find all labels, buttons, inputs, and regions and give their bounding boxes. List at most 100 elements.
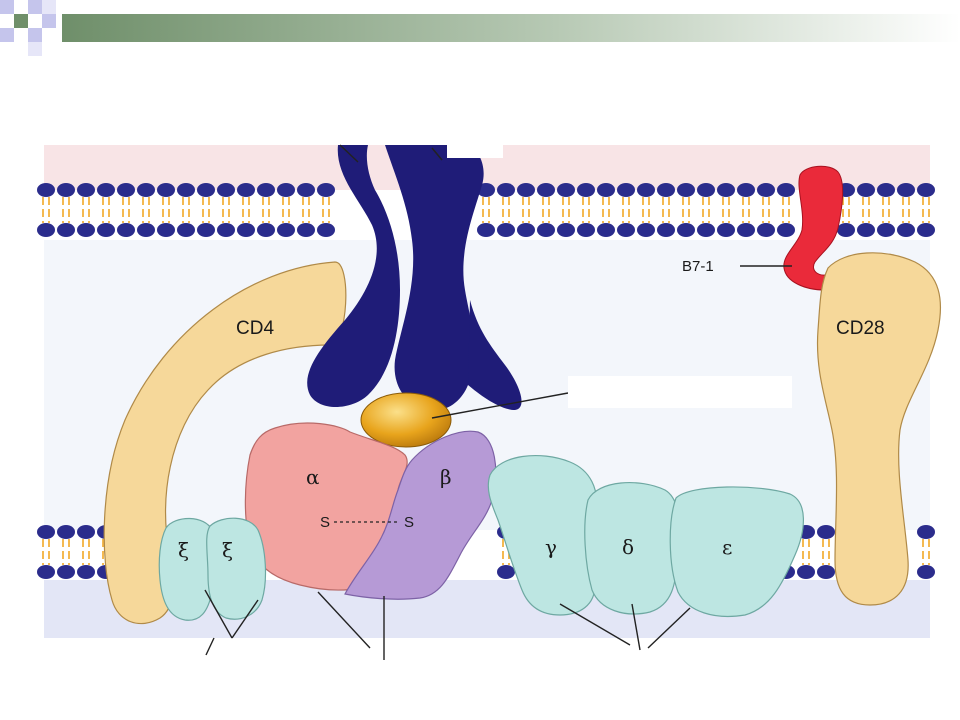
lipid-head <box>897 223 915 237</box>
lipid-head <box>197 183 215 197</box>
lipid-head <box>557 183 575 197</box>
lipid-head <box>857 223 875 237</box>
lipid-head <box>117 223 135 237</box>
lipid-head <box>497 565 515 579</box>
cd28-label: CD28 <box>836 318 885 339</box>
lipid-head <box>877 183 895 197</box>
header-bar <box>0 0 960 56</box>
lipid-head <box>917 565 935 579</box>
lipid-head <box>797 565 815 579</box>
cd4-label: CD4 <box>236 318 274 339</box>
lipid-head <box>737 183 755 197</box>
lipid-head <box>837 223 855 237</box>
lipid-head <box>537 183 555 197</box>
lipid-head <box>157 223 175 237</box>
lipid-head <box>597 183 615 197</box>
lipid-head <box>217 223 235 237</box>
lipid-head <box>237 183 255 197</box>
zeta-left-label: ξ <box>178 538 189 562</box>
cd28-shape <box>816 252 942 606</box>
lipid-head <box>217 183 235 197</box>
disulfide-left-label: S <box>320 514 330 531</box>
lipid-head <box>137 223 155 237</box>
lipid-head <box>257 223 275 237</box>
lipid-head <box>277 183 295 197</box>
lipid-head <box>37 183 55 197</box>
lipid-head <box>317 183 335 197</box>
lipid-head <box>557 223 575 237</box>
mhc-pointer-left <box>339 144 359 163</box>
lipid-head <box>497 223 515 237</box>
lipid-head <box>657 183 675 197</box>
lipid-head <box>37 525 55 539</box>
lipid-head <box>817 565 835 579</box>
lipid-head <box>657 223 675 237</box>
alpha-label: α <box>306 465 320 489</box>
lipid-head <box>117 183 135 197</box>
lipid-head <box>497 183 515 197</box>
tcr-beta-chain <box>344 430 497 600</box>
lipid-head <box>277 223 295 237</box>
lipid-head <box>917 525 935 539</box>
peptide <box>360 392 452 448</box>
tail-pointers <box>204 589 691 660</box>
gamma-label: γ <box>545 535 557 559</box>
lipid-head <box>157 183 175 197</box>
zeta-right <box>206 517 267 620</box>
lipid-head <box>697 223 715 237</box>
lipid-head <box>57 183 75 197</box>
corner-squares <box>0 0 56 56</box>
lipid-head <box>877 223 895 237</box>
lipid-head <box>37 223 55 237</box>
cd3-gamma <box>487 455 597 616</box>
lipid-head <box>57 223 75 237</box>
lipid-head <box>77 565 95 579</box>
lipid-head <box>577 183 595 197</box>
lipid-head <box>717 223 735 237</box>
lipid-head <box>257 183 275 197</box>
zeta-right-label: ξ <box>222 538 233 562</box>
lipid-head <box>617 183 635 197</box>
lipid-head <box>97 223 115 237</box>
mhc-left-arm <box>307 145 400 408</box>
lipid-head <box>297 183 315 197</box>
lipid-head <box>297 223 315 237</box>
mhc-right-outer <box>468 300 522 410</box>
header-gradient <box>62 14 960 42</box>
delta-label: δ <box>622 535 634 559</box>
label-mask-peptide <box>568 376 792 408</box>
lipid-head <box>517 183 535 197</box>
lipid-head <box>917 183 935 197</box>
lipid-head <box>697 183 715 197</box>
lipid-head <box>137 183 155 197</box>
lipid-head <box>897 183 915 197</box>
lipid-head <box>517 223 535 237</box>
lipid-head <box>757 183 775 197</box>
lipid-head <box>237 223 255 237</box>
lipid-head <box>677 183 695 197</box>
b7-1-label: B7-1 <box>682 258 714 275</box>
cd3-delta <box>584 481 680 615</box>
lipid-head <box>717 183 735 197</box>
lipid-head <box>77 183 95 197</box>
lipid-head <box>597 223 615 237</box>
lipid-head <box>737 223 755 237</box>
lipid-head <box>577 223 595 237</box>
lipid-head <box>197 223 215 237</box>
lipid-head <box>637 183 655 197</box>
lipid-head <box>857 183 875 197</box>
lipid-head <box>677 223 695 237</box>
lipid-head <box>177 183 195 197</box>
cd3-epsilon <box>669 486 804 618</box>
disulfide-right-label: S <box>404 514 414 531</box>
label-mask-top <box>447 140 503 158</box>
lipid-head <box>477 223 495 237</box>
lipid-head <box>757 223 775 237</box>
lipid-head <box>37 565 55 579</box>
lipid-head <box>637 223 655 237</box>
mhc-pointer-right <box>431 147 443 161</box>
lipid-head <box>177 223 195 237</box>
beta-label: β <box>440 465 452 489</box>
